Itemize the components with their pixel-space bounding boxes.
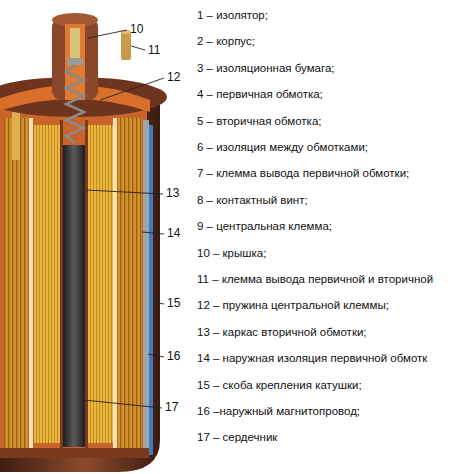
callout-number: 10 <box>130 23 143 36</box>
leader-line <box>148 354 164 357</box>
callout-number: 13 <box>166 187 179 200</box>
outer-insulation <box>149 125 153 455</box>
part-list-item: 14 – наружная изоляция первичной обмотк <box>197 352 427 365</box>
magnetic-circuit <box>143 120 149 455</box>
part-list-item: 13 – каркас вторичной обмотки; <box>197 326 367 339</box>
callout-number: 12 <box>167 71 180 84</box>
secondary-winding <box>88 125 113 443</box>
leader-line <box>88 30 127 38</box>
leader-line <box>131 46 145 50</box>
part-list-item: 16 –наружный магнитопровод; <box>197 405 360 418</box>
part-list-item: 10 – крышка; <box>197 247 266 260</box>
insulator-tower <box>52 18 98 100</box>
secondary-winding <box>34 125 60 443</box>
winding-frame <box>60 120 63 448</box>
core <box>63 145 85 447</box>
part-list-item: 3 – изоляционная бумага; <box>197 62 335 75</box>
part-list-item: 11 – клемма вывода первичной и вторичной <box>197 273 433 286</box>
spring <box>66 65 84 143</box>
leader-line <box>153 302 164 304</box>
part-list-item: 2 – корпус; <box>197 35 255 48</box>
winding-frame <box>85 120 88 448</box>
contact-screw <box>67 58 83 65</box>
insulation-paper <box>29 118 33 448</box>
part-list-item: 8 – контактный винт; <box>197 194 308 207</box>
part-list-item: 7 – клемма вывода первичной обмотки; <box>197 167 409 180</box>
part-list-item: 9 – центральная клемма; <box>197 220 332 233</box>
callout-number: 15 <box>167 297 180 310</box>
part-list-item: 17 – сердечник <box>197 431 277 444</box>
bottom-insulator <box>0 448 149 458</box>
part-list-item: 12 – пружина центральной клеммы; <box>197 299 389 312</box>
leader-line <box>100 78 164 100</box>
insulation-paper <box>113 118 117 448</box>
callout-number: 14 <box>167 227 180 240</box>
part-list-item: 4 – первичная обмотка; <box>197 88 323 101</box>
leader-line <box>86 190 163 194</box>
part-list-item: 1 – изолятор; <box>197 9 268 22</box>
callout-number: 16 <box>167 350 180 363</box>
part-list-item: 6 – изоляция между обмотками; <box>197 141 368 154</box>
terminal <box>121 32 131 60</box>
callout-number: 17 <box>165 401 178 414</box>
part-list-item: 15 – скоба крепления катушки; <box>197 379 362 392</box>
callout-number: 11 <box>148 44 160 57</box>
part-list-item: 5 – вторичная обмотка; <box>197 115 321 128</box>
leader-line <box>84 400 162 408</box>
central-terminal <box>70 28 80 58</box>
primary-winding <box>118 118 142 448</box>
housing <box>0 95 160 472</box>
leader-line <box>142 232 164 234</box>
primary-winding <box>4 118 28 448</box>
